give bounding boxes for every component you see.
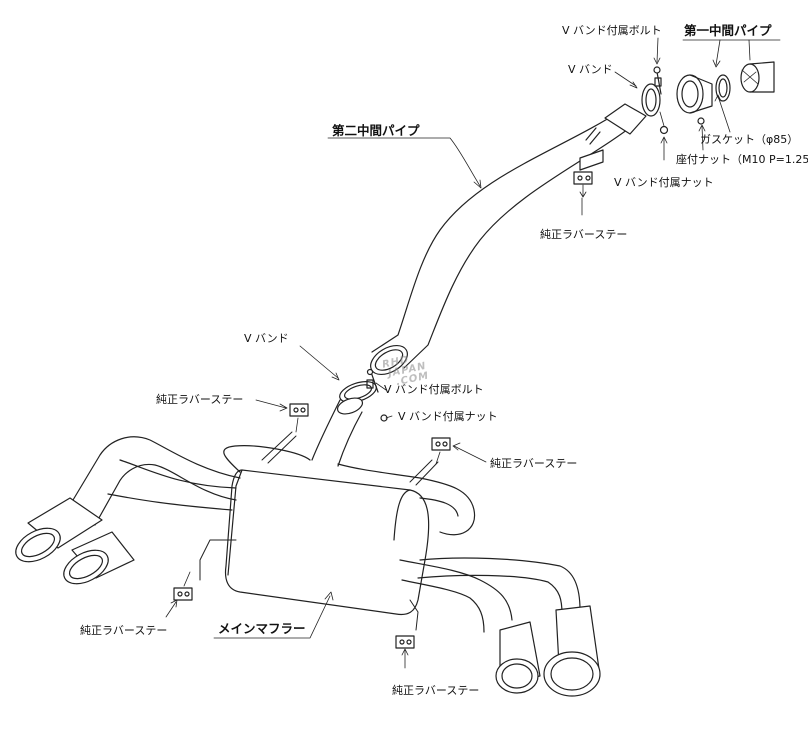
vband-bolt-mid [366, 368, 379, 393]
first-mid-pipe-end [740, 61, 775, 93]
leader-lines-top [327, 37, 781, 216]
rubber-stay-left-label: 純正ラバーステー [156, 393, 244, 406]
right-tip-inner [495, 621, 541, 694]
leader-lines-lower [165, 399, 487, 669]
second-mid-pipe-label: 第二中間パイプ [332, 123, 420, 138]
main-muffler-label: メインマフラー [218, 621, 306, 636]
rubber-stay-top-label: 純正ラバーステー [540, 228, 628, 241]
stay-bracket-top [573, 149, 604, 198]
seat-nut [697, 117, 705, 125]
rubber-stay-left [289, 403, 309, 433]
seat-nut-label: 座付ナット（M10 P=1.25） [676, 153, 808, 166]
rubber-stay-bottom-left-label: 純正ラバーステー [80, 624, 168, 637]
gasket-label: ガスケット（φ85） [700, 133, 799, 146]
gasket [715, 74, 731, 102]
leader-lines-mid [299, 345, 393, 419]
rubber-stay-bottom-left [173, 571, 193, 601]
vband-nut-top-label: V バンド付属ナット [614, 176, 714, 189]
vband-mid-label: V バンド [244, 332, 289, 345]
vband-top-label: V バンド [568, 63, 613, 76]
vband-bolt-mid-label: V バンド付属ボルト [384, 383, 484, 396]
rubber-stay-bottom-label: 純正ラバーステー [392, 684, 480, 697]
main-muffler-assembly [15, 397, 601, 697]
second-mid-pipe [370, 103, 647, 376]
left-tip-inner [63, 531, 135, 585]
vband-nut-mid-label: V バンド付属ナット [398, 410, 498, 423]
first-mid-pipe-label: 第一中間パイプ [684, 23, 772, 38]
vband-nut-top [659, 111, 669, 135]
rubber-stay-right-label: 純正ラバーステー [490, 457, 578, 470]
first-mid-pipe-flange [676, 74, 713, 114]
vband-top [641, 77, 662, 117]
rubber-stay-right [431, 437, 451, 465]
vband-bolt-top [653, 66, 662, 95]
left-tip-outer [15, 497, 103, 563]
vband-mid [339, 379, 377, 403]
rubber-stay-bottom [395, 635, 415, 649]
vband-bolt-top-label: V バンド付属ボルト [562, 24, 662, 37]
right-tip-outer [543, 605, 601, 697]
